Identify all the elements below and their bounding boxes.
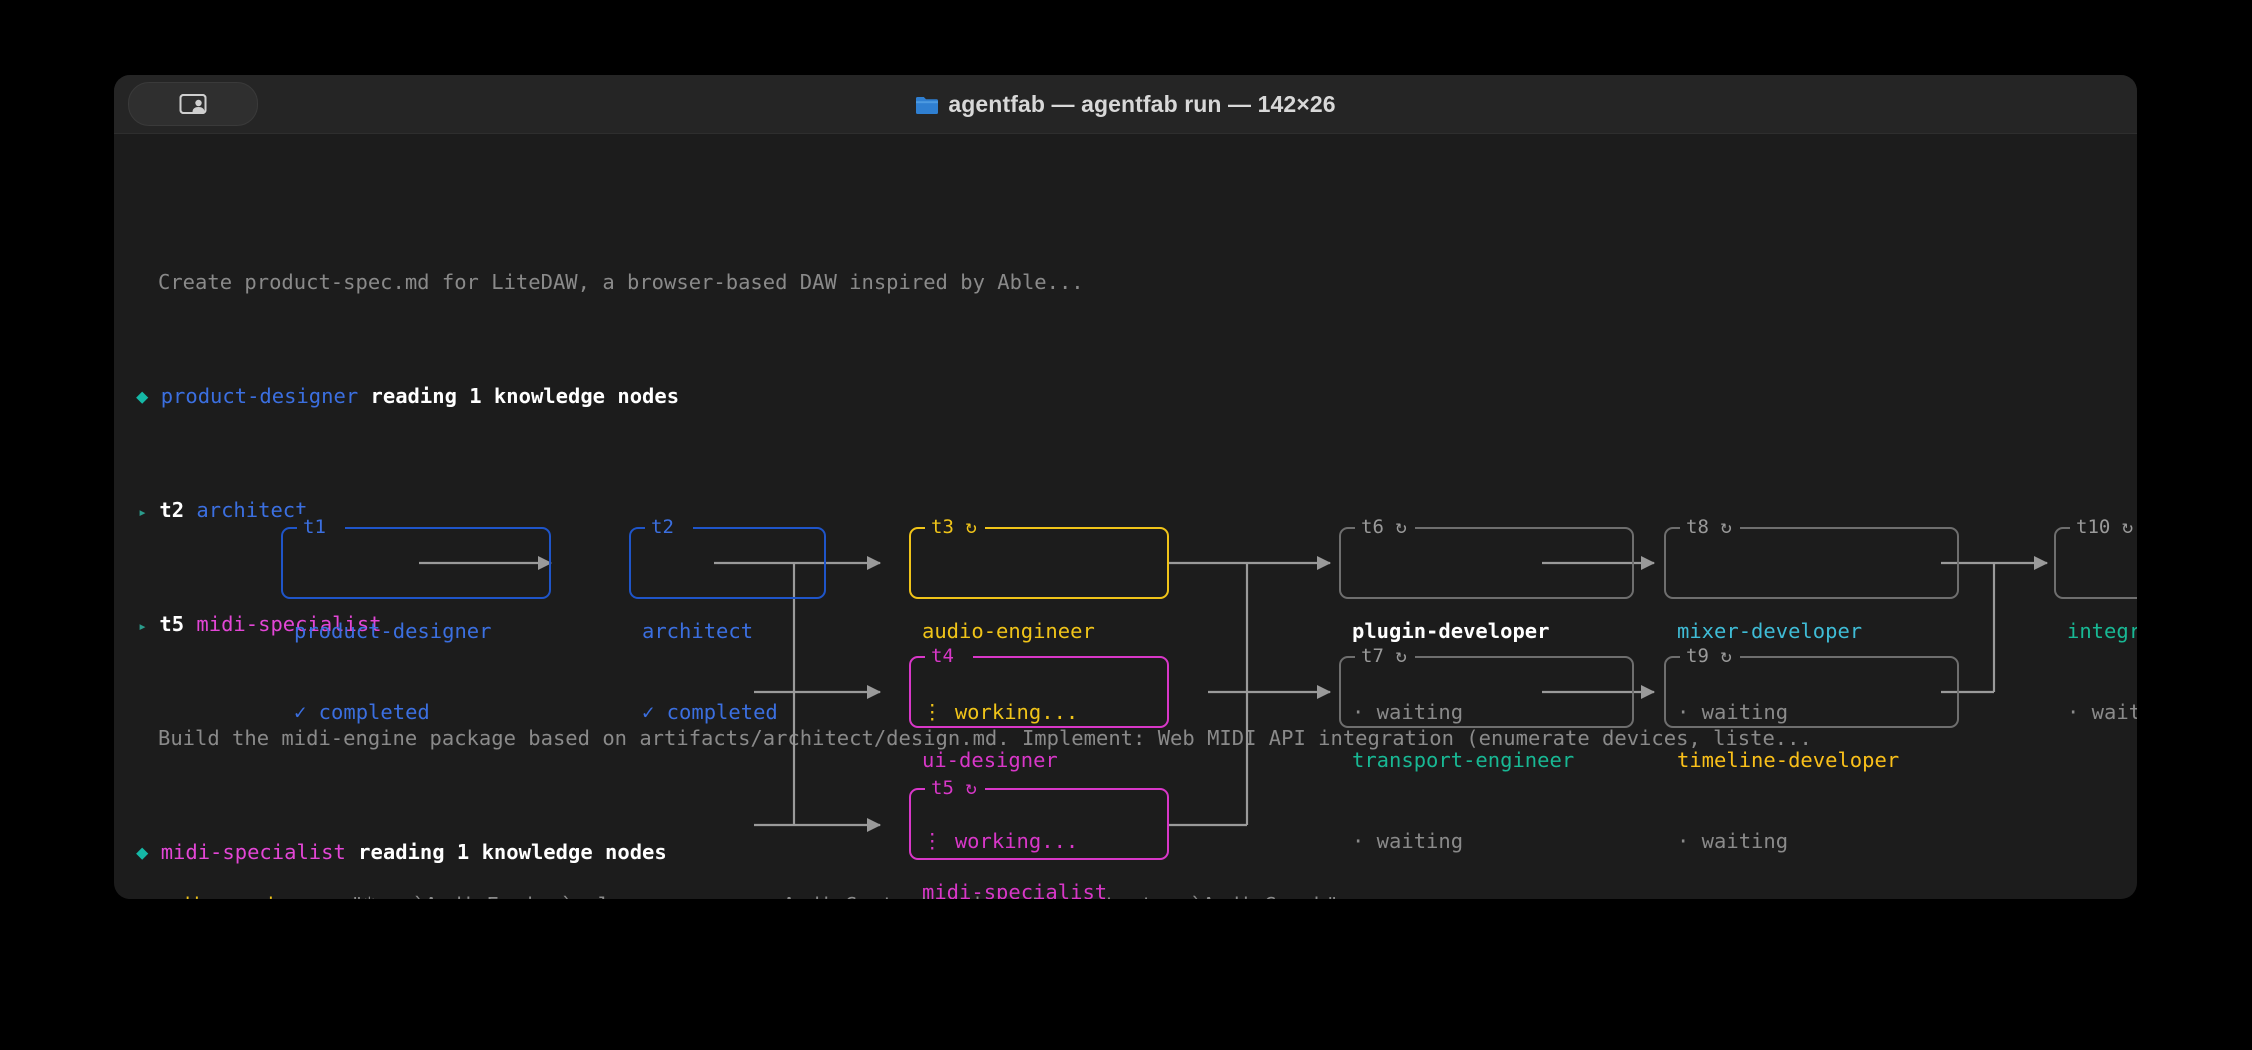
log-text: midi-specialist bbox=[196, 612, 382, 636]
agent-name: midi-specialist bbox=[160, 840, 346, 864]
log-line-t5: ▸ t5 midi-specialist bbox=[114, 610, 2137, 639]
node-status: ⋮ working... bbox=[922, 829, 1079, 853]
node-tag: t1 bbox=[297, 514, 346, 541]
spinner-icon: ↻ bbox=[1395, 645, 1407, 667]
spinner-icon: ↻ bbox=[965, 777, 977, 799]
node-status: · waiting bbox=[1677, 829, 1789, 853]
node-agent: midi-specialist bbox=[922, 880, 1108, 899]
node-tag: t10 ↻ bbox=[2070, 514, 2137, 541]
node-agent: product-designer bbox=[294, 619, 492, 643]
diamond-bullet-icon: ◆ bbox=[136, 840, 149, 864]
log-text: reading 1 knowledge nodes bbox=[358, 840, 667, 864]
node-agent: architect bbox=[642, 619, 754, 643]
diamond-bullet-icon: ◆ bbox=[136, 384, 149, 408]
triangle-bullet-icon: ▸ bbox=[138, 617, 148, 635]
graph-node-t7[interactable]: t7 ↻ transport-engineer · waiting bbox=[1339, 643, 1634, 853]
agent-name: audio-engineer bbox=[153, 893, 326, 899]
log-line-t2: ▸ t2 architect bbox=[114, 496, 2137, 525]
node-tag: t6 ↻ bbox=[1355, 514, 1415, 541]
log-line-product-designer: ◆ product-designer reading 1 knowledge n… bbox=[114, 382, 2137, 411]
spinner-icon: ↻ bbox=[1395, 516, 1407, 538]
node-agent: audio-engineer bbox=[922, 619, 1095, 643]
node-tag: t3 ↻ bbox=[925, 514, 985, 541]
node-agent: integrator bbox=[2067, 619, 2137, 643]
graph-node-t6[interactable]: t6 ↻ plugin-developer · waiting bbox=[1339, 514, 1634, 724]
triangle-bullet-icon: ▸ bbox=[138, 503, 148, 521]
graph-node-t3[interactable]: t3 ↻ audio-engineer ⋮ working... bbox=[909, 514, 1169, 724]
node-agent: transport-engineer bbox=[1352, 748, 1575, 772]
node-agent: mixer-developer bbox=[1677, 619, 1863, 643]
graph-node-t9[interactable]: t9 ↻ timeline-developer · waiting bbox=[1664, 643, 1959, 853]
log-text: architect bbox=[196, 498, 308, 522]
task-description: Build the midi-engine package based on a… bbox=[158, 726, 1812, 750]
folder-icon bbox=[916, 96, 939, 114]
node-status: · waiting bbox=[1352, 700, 1464, 724]
graph-node-t1[interactable]: t1 product-designer ✓ completed bbox=[281, 514, 551, 724]
graph-node-t5[interactable]: t5 ↻ midi-specialist ⋮ working... bbox=[909, 775, 1169, 899]
node-agent: ui-designer bbox=[922, 748, 1058, 772]
log-line-midi-specialist: ◆ midi-specialist reading 1 knowledge no… bbox=[114, 838, 2137, 867]
spinner-icon: ↻ bbox=[965, 516, 977, 538]
spinner-icon: ↻ bbox=[2121, 516, 2134, 538]
node-tag: t7 ↻ bbox=[1355, 643, 1415, 670]
node-tag: t5 ↻ bbox=[925, 775, 985, 802]
node-status: ✓ completed bbox=[642, 700, 778, 724]
spinner-icon: ↻ bbox=[1720, 516, 1732, 538]
node-tag: t8 ↻ bbox=[1680, 514, 1740, 541]
window-title: agentfab — agentfab run — 142×26 bbox=[114, 91, 2137, 118]
log-text: reading 1 knowledge nodes bbox=[370, 384, 680, 408]
log-line-prompt: Create product-spec.md for LiteDAW, a br… bbox=[114, 268, 2137, 297]
node-status: ⋮ working... bbox=[922, 700, 1079, 724]
graph-node-t10[interactable]: t10 ↻ integrator · waiting bbox=[2054, 514, 2137, 724]
terminal-window: agentfab — agentfab run — 142×26 Create … bbox=[114, 75, 2137, 899]
node-tag: t4 bbox=[925, 643, 974, 670]
prompt-text: Create product-spec.md for LiteDAW, a br… bbox=[158, 270, 1084, 294]
graph-connectors bbox=[419, 555, 2049, 833]
tab-overview-button[interactable] bbox=[128, 82, 258, 126]
log-text: "* - `AudioEngine` class — manages Audio… bbox=[351, 893, 1338, 899]
task-id: t2 bbox=[159, 498, 185, 522]
log-line-task-desc: Build the midi-engine package based on a… bbox=[114, 724, 2137, 753]
node-agent: plugin-developer bbox=[1352, 619, 1550, 643]
window-title-text: agentfab — agentfab run — 142×26 bbox=[948, 90, 1336, 117]
node-status: · waiting bbox=[2067, 700, 2137, 724]
screen-person-icon bbox=[179, 94, 207, 114]
spinner-icon: ↻ bbox=[1720, 645, 1732, 667]
graph-node-t8[interactable]: t8 ↻ mixer-developer · waiting bbox=[1664, 514, 1959, 724]
node-status: · waiting bbox=[1677, 700, 1789, 724]
node-tag: t2 bbox=[645, 514, 694, 541]
agent-name: product-designer bbox=[160, 384, 359, 408]
graph-node-t2[interactable]: t2 architect ✓ completed bbox=[629, 514, 826, 724]
title-bar: agentfab — agentfab run — 142×26 bbox=[114, 75, 2137, 134]
task-graph: t1 product-designer ✓ completed t2 archi… bbox=[114, 500, 2137, 899]
log-line-audio-engineer: ⁚ audio-engineer "* - `AudioEngine` clas… bbox=[114, 891, 2137, 899]
node-tag: t9 ↻ bbox=[1680, 643, 1740, 670]
node-agent: timeline-developer bbox=[1677, 748, 1900, 772]
node-status: · waiting bbox=[1352, 829, 1464, 853]
node-status: ✓ completed bbox=[294, 700, 430, 724]
terminal-body: Create product-spec.md for LiteDAW, a br… bbox=[114, 134, 2137, 899]
stream-bullet-icon: ⁚ bbox=[136, 897, 141, 899]
task-id: t5 bbox=[159, 612, 185, 636]
graph-node-t4[interactable]: t4 ui-designer ⋮ working... bbox=[909, 643, 1169, 853]
